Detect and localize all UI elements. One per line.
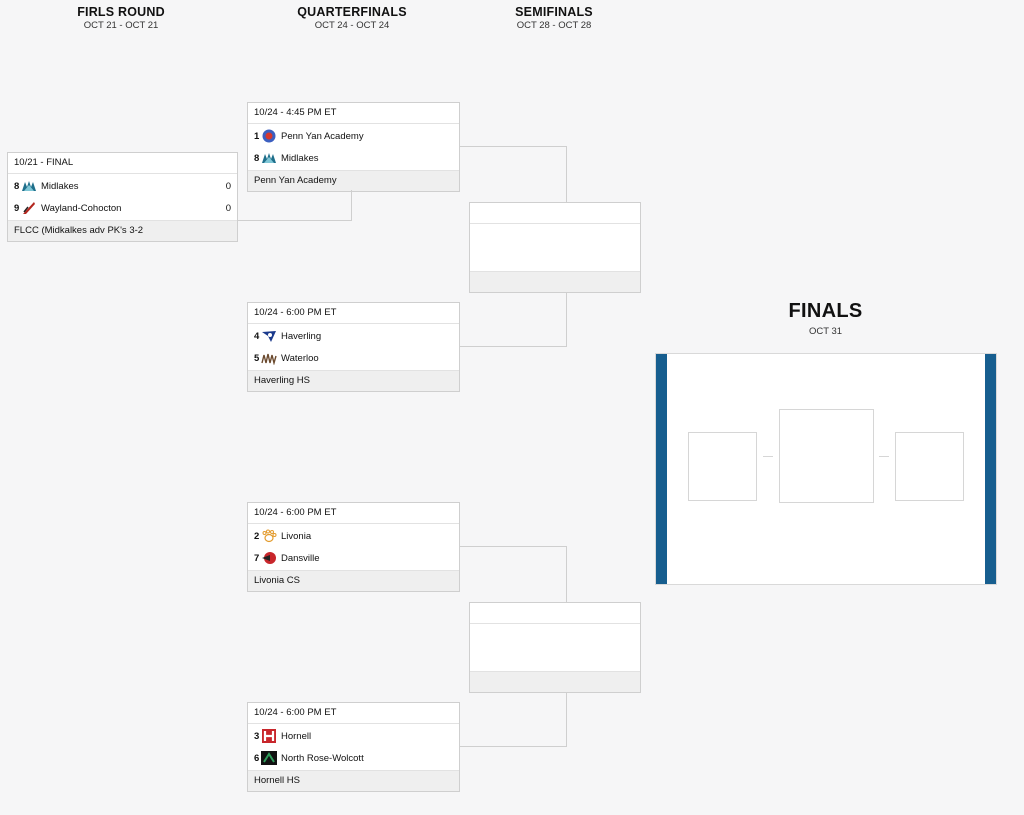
matchup-header: 10/21 - FINAL [8,153,237,174]
matchup-venue: Hornell HS [248,770,459,791]
semifinal-header [470,603,640,624]
matchup-venue: Livonia CS [248,570,459,591]
team-name: Waterloo [281,352,319,364]
round-header-first: FIRLS ROUND OCT 21 - OCT 21 [61,5,181,31]
midlakes-logo-icon [21,179,37,193]
team-row[interactable]: 6 North Rose-Wolcott [248,747,459,769]
team-seed: 7 [254,552,260,564]
midlakes-logo-icon [261,151,277,165]
team-name: Dansville [281,552,320,564]
team-row[interactable]: 8 Midlakes 0 [8,175,237,197]
finals-accent-bar-left [656,354,667,584]
semifinal-matchup-1[interactable] [469,202,641,293]
team-seed: 8 [14,180,20,192]
team-seed: 6 [254,752,260,764]
quarterfinal-matchup-4[interactable]: 10/24 - 6:00 PM ET 3 Hornell 6 North Ros… [247,702,460,792]
team-seed: 3 [254,730,260,742]
matchup-header: 10/24 - 6:00 PM ET [248,303,459,324]
finals-accent-bar-right [985,354,996,584]
team-seed: 2 [254,530,260,542]
livonia-logo-icon [261,529,277,543]
finals-panel [655,353,997,585]
team-name: Penn Yan Academy [281,130,364,142]
team-row[interactable]: 5 Waterloo [248,347,459,369]
quarterfinal-matchup-1[interactable]: 10/24 - 4:45 PM ET 1 Penn Yan Academy 8 … [247,102,460,192]
finalist-slot-right[interactable] [895,432,964,501]
matchup-header: 10/24 - 4:45 PM ET [248,103,459,124]
round-header-quarterfinals: QUARTERFINALS OCT 24 - OCT 24 [282,5,422,31]
dansville-logo-icon [261,551,277,565]
team-row[interactable]: 2 Livonia [248,525,459,547]
team-name: Midlakes [281,152,319,164]
round-title: FIRLS ROUND [77,5,165,19]
team-row[interactable]: 1 Penn Yan Academy [248,125,459,147]
team-name: Livonia [281,530,312,542]
semifinal-teams [470,624,640,671]
connector-line [460,290,567,347]
matchup-venue: FLCC (Midkalkes adv PK's 3-2 [8,220,237,241]
team-seed: 8 [254,152,260,164]
team-seed: 4 [254,330,260,342]
connector-line [460,546,567,603]
team-seed: 9 [14,202,20,214]
team-seed: 5 [254,352,260,364]
team-seed: 1 [254,130,260,142]
finals-dates: OCT 31 [808,326,843,337]
semifinal-teams [470,224,640,271]
team-row[interactable]: 4 Haverling [248,325,459,347]
team-row[interactable]: 7 Dansville [248,547,459,569]
quarterfinal-matchup-3[interactable]: 10/24 - 6:00 PM ET 2 Livonia 7 Dansville… [247,502,460,592]
finalist-slot-left[interactable] [688,432,757,501]
north-rose-logo-icon [261,751,277,765]
semifinal-matchup-2[interactable] [469,602,641,693]
waterloo-logo-icon [261,351,277,365]
hornell-logo-icon [261,729,277,743]
champion-slot[interactable] [779,409,874,503]
penn-yan-logo-icon [261,129,277,143]
team-row[interactable]: 9 Wayland-Cohocton 0 [8,197,237,219]
matchup-header: 10/24 - 6:00 PM ET [248,703,459,724]
connector-line [460,146,567,203]
team-name: Midlakes [41,180,79,192]
matchup-venue: Haverling HS [248,370,459,391]
round-dates: OCT 28 - OCT 28 [516,20,592,31]
connector-dash [879,456,889,457]
team-name: Haverling [281,330,322,342]
connector-dash [763,456,773,457]
team-score: 0 [225,202,231,214]
wayland-logo-icon [21,201,37,215]
team-score: 0 [225,180,231,192]
team-name: North Rose-Wolcott [281,752,364,764]
connector-line [460,690,567,747]
team-name: Wayland-Cohocton [41,202,122,214]
finals-title: FINALS [788,300,863,322]
connector-line [238,190,352,221]
matchup-venue: Penn Yan Academy [248,170,459,191]
quarterfinal-matchup-2[interactable]: 10/24 - 6:00 PM ET 4 Haverling 5 Waterlo… [247,302,460,392]
round-title: SEMIFINALS [515,5,593,19]
first-round-matchup[interactable]: 10/21 - FINAL 8 Midlakes 0 9 Wayland-Coh… [7,152,238,242]
round-title: QUARTERFINALS [297,5,407,19]
semifinal-header [470,203,640,224]
round-dates: OCT 21 - OCT 21 [83,20,159,31]
semifinal-venue [470,671,640,692]
matchup-header: 10/24 - 6:00 PM ET [248,503,459,524]
round-header-semifinals: SEMIFINALS OCT 28 - OCT 28 [494,5,614,31]
team-name: Hornell [281,730,312,742]
round-dates: OCT 24 - OCT 24 [314,20,390,31]
team-row[interactable]: 8 Midlakes [248,147,459,169]
team-row[interactable]: 3 Hornell [248,725,459,747]
haverling-logo-icon [261,329,277,343]
semifinal-venue [470,271,640,292]
